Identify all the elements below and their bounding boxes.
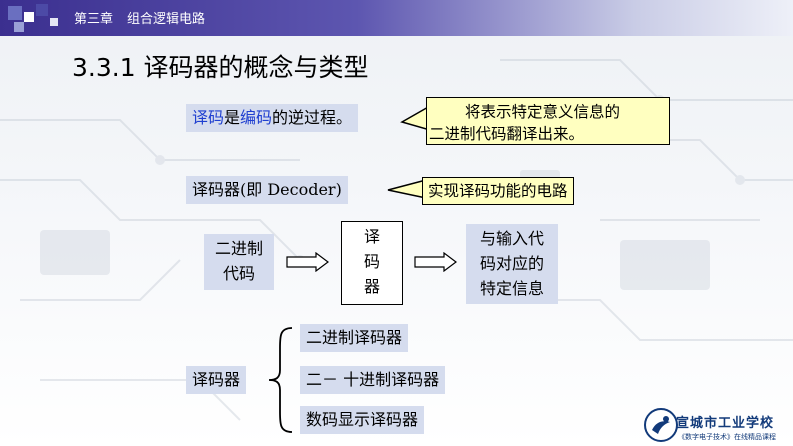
curly-brace [266,326,296,434]
school-name: 宣城市工业学校 [676,412,774,431]
decor-square [24,12,34,22]
definition-connector: 是 [224,108,240,127]
chapter-title: 组合逻辑电路 [127,12,205,27]
chapter-number: 第三章 [74,12,113,27]
callout-line-1: 将表示特定意义信息的 [465,100,620,122]
term-encode: 编码 [240,108,272,127]
flow-output-line-3: 特定信息 [466,276,558,301]
decor-square [36,4,48,16]
flow-input: 二进制 代码 [204,234,274,290]
flow-output-line-2: 码对应的 [466,251,558,276]
flow-output-line-1: 与输入代 [466,226,558,251]
term-decode: 译码 [192,108,224,127]
arrow-right-icon [414,252,458,272]
definition-text: 译码是编码的逆过程。 [186,104,358,132]
callout-decoder: 实现译码功能的电路 [422,177,574,205]
definition-tail: 的逆过程。 [272,108,352,127]
flow-output: 与输入代 码对应的 特定信息 [466,224,558,304]
flow-input-line-2: 代码 [204,261,274,286]
type-item-binary: 二进制译码器 [300,324,408,352]
course-subtitle: 《数字电子技术》在线精品课程 [678,432,776,442]
decor-square [50,18,58,26]
slide-title: 3.3.1 译码器的概念与类型 [72,48,369,84]
decor-square [14,22,24,32]
arrow-right-icon [286,252,330,272]
type-item-bcd: 二－ 十进制译码器 [300,366,445,394]
decoder-char-1: 译 [342,224,402,249]
decoder-label: 译码器(即 Decoder) [186,176,348,204]
decor-square [8,6,22,20]
callout-line-2: 二进制代码翻译出来。 [429,122,584,144]
flow-input-line-1: 二进制 [204,236,274,261]
decoder-block: 译 码 器 [341,221,403,305]
type-item-display: 数码显示译码器 [300,406,424,434]
school-emblem [644,408,678,442]
decoder-char-2: 码 [342,249,402,274]
types-label: 译码器 [186,366,246,394]
callout-definition: 将表示特定意义信息的 二进制代码翻译出来。 [426,97,670,145]
header-breadcrumb: 第三章组合逻辑电路 [74,8,219,27]
decoder-char-3: 器 [342,274,402,299]
